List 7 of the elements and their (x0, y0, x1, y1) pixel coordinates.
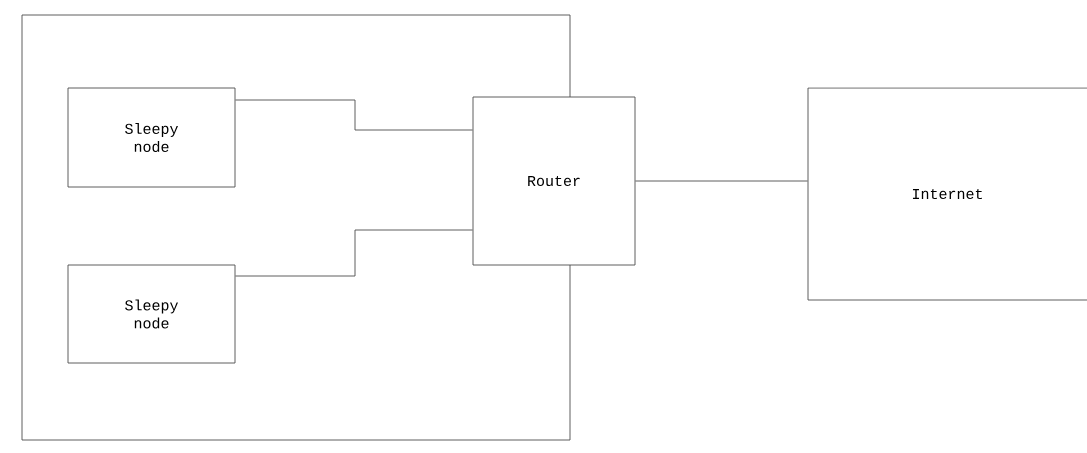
node-box: Sleepy node (67, 264, 236, 364)
connector-line (235, 229, 473, 277)
node-box: Router (472, 96, 636, 266)
connector-line (235, 99, 473, 131)
connector-line (635, 180, 808, 182)
node-box: Sleepy node (67, 87, 236, 188)
internet-box: Internet (807, 87, 1087, 301)
